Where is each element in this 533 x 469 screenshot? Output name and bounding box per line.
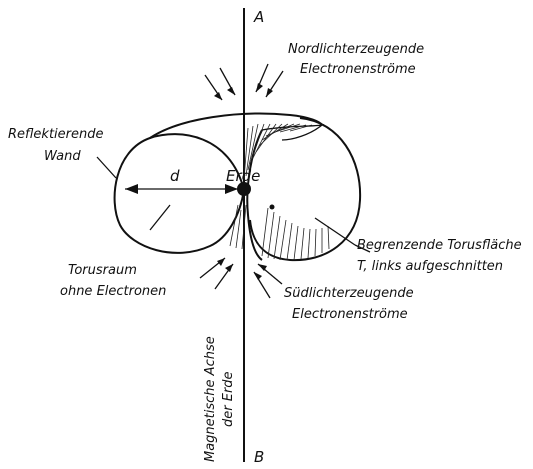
torus-surface-label: Begrenzende Torusfläche [357, 238, 522, 253]
north-stream-arrows [204, 63, 284, 101]
south-streams-label-2: Electronenströme [292, 307, 408, 322]
north-streams-label: Nordlichterzeugende [288, 42, 424, 57]
leader-torus-surface [314, 217, 356, 246]
diameter-label: d [170, 167, 180, 185]
torus-outer-surface-right [249, 117, 362, 262]
torus-space-label: Torusraum [68, 263, 137, 278]
leader-torus-space [149, 204, 171, 231]
leader-torus-surface-2 [354, 244, 371, 253]
south-streams-label: Südlichterzeugende [284, 286, 414, 301]
south-stream-arrows [199, 257, 283, 299]
wall-label-2: Wand [44, 149, 81, 164]
hatching-axis-lower [229, 204, 247, 250]
marker-dot [269, 204, 275, 210]
leader-wall [96, 156, 117, 179]
earth-dot [237, 182, 251, 196]
axis-label-a: A [253, 8, 264, 26]
torus-inner-cut-right [246, 129, 263, 261]
axis-name-label-2: der Erde [221, 371, 236, 427]
axis-label-b: B [254, 448, 264, 466]
diameter-arrowhead-right [225, 184, 238, 194]
torus-surface-label-2: T, links aufgeschnitten [357, 259, 503, 274]
hatching-upper [243, 123, 313, 181]
hatching-lower [261, 207, 330, 261]
earth-label: Erde [226, 167, 260, 185]
north-streams-label-2: Electronenströme [300, 62, 416, 77]
diameter-arrowhead-left [125, 184, 138, 194]
wall-label: Reflektierende [8, 127, 104, 142]
torus-cross-section-left [113, 133, 246, 254]
axis-name-label: Magnetische Achse [203, 336, 218, 462]
torus-inner-front [261, 123, 325, 141]
torus-space-label-2: ohne Electronen [60, 284, 166, 299]
